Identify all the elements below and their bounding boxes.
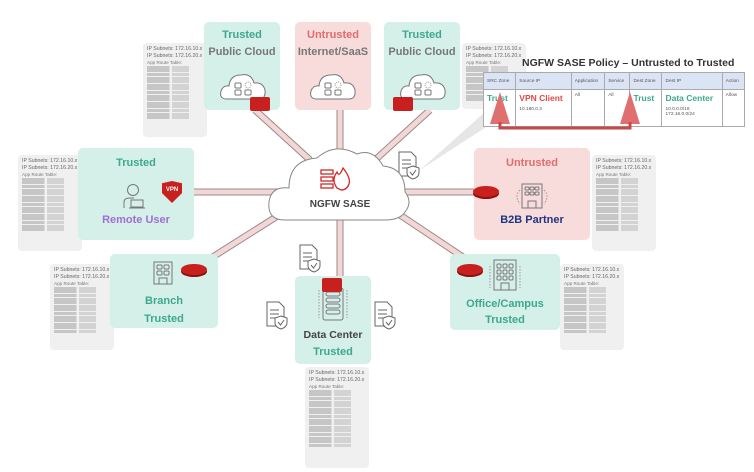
dest-ip-name: Data Center [665, 93, 714, 103]
firewall-flame-icon [320, 166, 351, 191]
ip-table-b2b-partner: IP Subnets: 172.16.10.x IP Subnets: 172.… [592, 155, 656, 251]
ip-table-office-campus: IP Subnets: 172.16.10.x IP Subnets: 172.… [560, 264, 624, 350]
zone-name-label: Public Cloud [208, 46, 276, 58]
cloud-apps-icon [310, 74, 356, 100]
zone-name-label: B2B Partner [500, 214, 564, 226]
zone-name-label: Internet/SaaS [297, 46, 369, 58]
cloud-apps-icon [400, 74, 446, 100]
policy-document-icon [266, 301, 288, 330]
firewall-badge-icon [322, 278, 342, 292]
router-icon [457, 264, 483, 275]
zone-trust-label: Untrusted [307, 29, 359, 41]
vpn-shield-icon: VPN [162, 181, 182, 203]
router-icon [181, 264, 207, 275]
header-service: Service [604, 72, 631, 90]
policy-document-icon [374, 301, 396, 330]
header-source-ip: Source IP [515, 72, 572, 90]
zone-trust-label: Untrusted [506, 157, 558, 169]
firewall-badge-icon [393, 97, 413, 111]
office-building-icon [489, 259, 521, 291]
zone-office-campus[interactable]: Office/Campus Trusted [450, 254, 560, 330]
zone-trust-label: Trusted [116, 157, 156, 169]
source-ip-value: 10.180.0.3 [519, 107, 542, 112]
zone-trust-label: Trusted [313, 346, 353, 358]
policy-table: SRC Zone Source IP Application Service D… [482, 72, 746, 127]
policy-document-icon [299, 244, 321, 273]
zone-name-label: Data Center [303, 329, 363, 341]
ip-table-remote-user: IP Subnets: 172.16.10.x IP Subnets: 172.… [18, 155, 82, 251]
ip-table-branch: IP Subnets: 172.16.10.x IP Subnets: 172.… [50, 264, 114, 350]
zone-public-cloud-2[interactable]: Trusted Public Cloud [384, 22, 460, 110]
header-application: Application [570, 72, 606, 90]
zone-trust-label: Trusted [485, 314, 525, 326]
zone-name-label: Branch [145, 295, 183, 307]
dest-zone-value: Trust [633, 93, 655, 103]
partner-building-icon [516, 183, 548, 209]
ngfw-sase-cloud[interactable] [265, 140, 415, 225]
src-zone-value: Trust [487, 93, 508, 103]
firewall-badge-icon [250, 97, 270, 111]
zone-trust-label: Trusted [144, 313, 184, 325]
policy-arrow-icon [490, 92, 640, 130]
header-src-zone: SRC Zone [482, 72, 517, 90]
action-value: Allow [721, 89, 746, 127]
zone-trust-label: Trusted [222, 29, 262, 41]
zone-name-label: Remote User [102, 214, 170, 226]
cloud-apps-icon [220, 74, 266, 100]
header-action: Action [721, 72, 746, 90]
zone-trust-label: Trusted [402, 29, 442, 41]
branch-building-icon [153, 261, 173, 285]
zone-name-label: Public Cloud [388, 46, 456, 58]
dest-ip-1: 10.0.0.0/16 [665, 107, 690, 112]
ip-table-public-cloud-1: IP Subnets: 172.16.10.x IP Subnets: 172.… [143, 43, 207, 137]
source-ip-name: VPN Client [519, 93, 563, 103]
router-icon [473, 186, 499, 197]
policy-header-row: SRC Zone Source IP Application Service D… [482, 72, 746, 90]
ip-table-data-center: IP Subnets: 172.16.10.x IP Subnets: 172.… [305, 367, 369, 468]
zone-public-cloud-1[interactable]: Trusted Public Cloud [204, 22, 280, 110]
header-dest-zone: Dest Zone [629, 72, 663, 90]
remote-user-icon [123, 184, 145, 209]
hub-label: NGFW SASE [309, 199, 371, 210]
policy-callout [420, 112, 500, 170]
application-value: All [570, 89, 606, 127]
dest-ip-2: 172.16.0.0/24 [665, 112, 695, 117]
policy-title: NGFW SASE Policy – Untrusted to Trusted [522, 57, 735, 69]
zone-internet-saas[interactable]: Untrusted Internet/SaaS [295, 22, 371, 110]
zone-name-label: Office/Campus [466, 298, 544, 310]
zone-remote-user[interactable]: Trusted Remote User [78, 148, 194, 240]
policy-document-icon [398, 151, 420, 180]
header-dest-ip: Dest IP [661, 72, 723, 90]
